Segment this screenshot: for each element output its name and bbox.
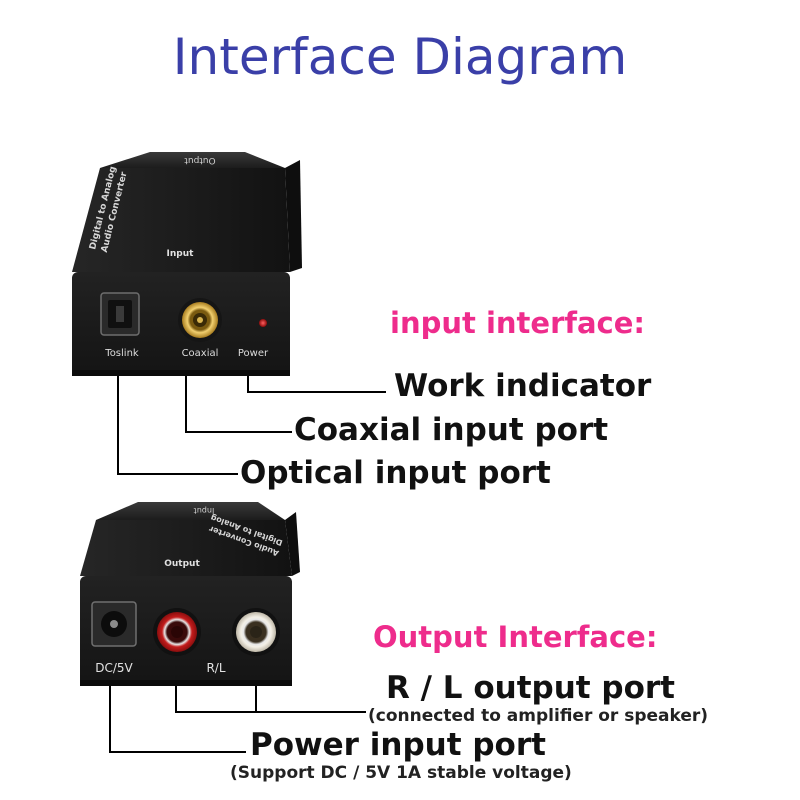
coaxial-leader — [185, 376, 292, 433]
output-leader-lines — [109, 686, 366, 753]
rl-left-leader — [175, 686, 366, 713]
rl-output-note: (connected to amplifier or speaker) — [368, 706, 709, 726]
power-input-leader — [109, 686, 246, 753]
power-input-callout: Power input port — [250, 727, 546, 763]
coaxial-label: Coaxial — [182, 348, 219, 359]
rl-output-callout: R / L output port — [386, 670, 675, 706]
bottom-device-front-label: Output — [164, 559, 200, 569]
bottom-device-side-face — [80, 520, 292, 576]
bottom-device-right-face — [285, 512, 300, 576]
coaxial-input-callout: Coaxial input port — [294, 412, 609, 448]
toslink-label: Toslink — [104, 348, 139, 359]
work-indicator-leader — [247, 376, 386, 393]
input-interface-heading: input interface: — [390, 306, 646, 340]
page-title: Interface Diagram — [172, 28, 628, 86]
rl-label: R/L — [206, 661, 225, 675]
output-interface-heading: Output Interface: — [373, 620, 658, 654]
bottom-device-top-label: Input — [194, 506, 215, 515]
optical-leader — [117, 376, 238, 475]
rca-white-port — [232, 608, 280, 656]
top-device-front-label: Input — [167, 249, 195, 259]
toslink-port — [100, 292, 140, 336]
bottom-device: Input Digital to Analog Audio Converter … — [80, 502, 300, 686]
dc-power-jack — [91, 601, 137, 647]
bottom-device-top-face — [96, 502, 285, 520]
top-device-right-face — [285, 160, 302, 272]
optical-input-callout: Optical input port — [240, 455, 551, 491]
power-input-note: (Support DC / 5V 1A stable voltage) — [230, 763, 572, 783]
rca-red-port — [153, 608, 201, 656]
coaxial-port — [178, 298, 222, 342]
power-indicator-led — [259, 319, 267, 327]
work-indicator-callout: Work indicator — [394, 368, 652, 404]
dc-5v-label: DC/5V — [95, 661, 133, 675]
top-device-side-face — [72, 168, 290, 272]
power-label: Power — [238, 348, 269, 359]
top-device: Output Digital to Analog Audio Converter… — [72, 152, 302, 376]
top-device-top-face — [100, 152, 285, 168]
input-leader-lines — [117, 376, 386, 475]
top-device-top-label: Output — [184, 155, 216, 165]
